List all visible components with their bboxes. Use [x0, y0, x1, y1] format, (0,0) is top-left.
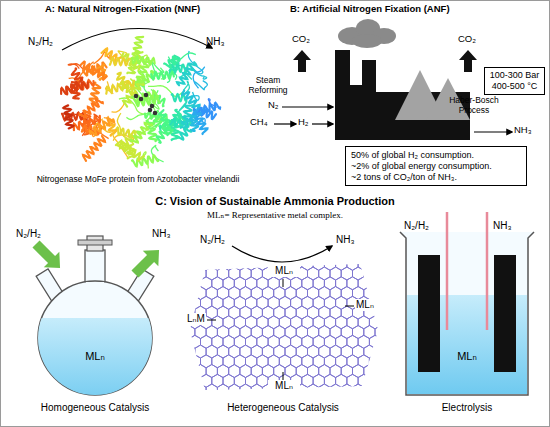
- metal-cluster: [139, 97, 144, 102]
- inflow-arrow: [28, 236, 68, 276]
- protein-helix: [131, 123, 152, 143]
- protein-helix: [81, 62, 107, 80]
- box-text: 100-300 Bar 400-500 °C: [486, 70, 543, 92]
- metal-bond: [345, 306, 354, 307]
- reaction-arrow: [62, 28, 212, 50]
- metal-cluster: [153, 111, 158, 116]
- smoke-cloud: [338, 19, 396, 48]
- process-label: Steam Reforming: [242, 76, 294, 96]
- protein-helix: [151, 72, 174, 79]
- protein-helix: [61, 82, 88, 94]
- protein-helix: [63, 105, 73, 128]
- reforming-arrow: [274, 123, 296, 124]
- stopcock-handle: [78, 240, 112, 245]
- product-label: NH₃: [514, 125, 532, 136]
- metal-bond: [207, 320, 216, 321]
- catalyst-label: LₙM: [186, 313, 206, 325]
- product-label: NH₃: [206, 36, 225, 48]
- box-text: ~2 tons of CO₂/ton of NH₃.: [351, 172, 521, 183]
- protein-helix: [172, 126, 179, 140]
- gas-tube: [486, 212, 489, 330]
- protein-helix: [83, 136, 105, 161]
- product-label: NH₃: [336, 234, 355, 246]
- intermediate-label: H₂: [298, 117, 309, 128]
- figure-caption: Nitrogenase MoFe protein from Azotobacte…: [8, 175, 268, 185]
- smoke-puff: [352, 34, 382, 48]
- catalyst-label: MLₙ: [70, 350, 120, 363]
- metal-cluster: [148, 108, 153, 113]
- emission-label: CO₂: [292, 34, 310, 45]
- electrode: [494, 255, 516, 372]
- electrode: [418, 255, 440, 372]
- reactant-label: N₂/H₂: [404, 220, 429, 232]
- protein-helix: [193, 108, 207, 134]
- protein-helix: [106, 80, 134, 93]
- product-label: NH₃: [152, 228, 171, 240]
- panel-title: A: Natural Nitrogen-Fixation (NNF): [45, 4, 200, 15]
- panel-title: B: Artificial Nitrogen Fixation (ANF): [290, 4, 450, 15]
- product-label: NH₃: [493, 220, 512, 232]
- reactant-label: N₂: [268, 100, 279, 111]
- beaker: [400, 232, 534, 395]
- catalyst-label: MLₙ: [442, 350, 492, 363]
- reactant-label: N₂/H₂: [28, 36, 53, 48]
- flask-liquid: [30, 318, 160, 408]
- gas-tube: [446, 212, 449, 330]
- protein-helix: [90, 118, 114, 135]
- box-text: ~2% of global energy consumption.: [351, 161, 521, 172]
- reactant-label: N₂/H₂: [200, 234, 225, 246]
- reactant-label: CH₄: [250, 117, 268, 128]
- abbreviation-note: MLₙ= Representative metal complex.: [115, 210, 435, 220]
- emission-label: CO₂: [458, 34, 476, 45]
- box-text: 50% of global H₂ consumption.: [351, 150, 521, 161]
- outflow-arrow: [127, 242, 167, 282]
- metal-cluster: [134, 94, 139, 99]
- emission-arrow: [459, 50, 477, 72]
- metal-bond: [283, 372, 284, 380]
- protein-structure: [61, 37, 220, 169]
- protein-helix: [177, 62, 196, 85]
- reactant-label: N₂/H₂: [16, 228, 41, 240]
- protein-helix: [164, 57, 179, 68]
- protein-helix: [152, 111, 161, 127]
- protein-helix: [134, 96, 159, 106]
- reaction-arrow: [232, 246, 332, 262]
- condition-box: 100-300 Bar 400-500 °C: [484, 67, 545, 95]
- catalyst-label: MLₙ: [355, 299, 375, 311]
- protein-helix: [135, 61, 151, 83]
- method-label: Electrolysis: [397, 402, 537, 414]
- metal-cluster: [150, 104, 155, 109]
- protein-helix: [132, 56, 154, 64]
- catalyst-label: MLₙ: [268, 265, 300, 277]
- protein-loop: [112, 101, 125, 113]
- protein-helix: [120, 82, 135, 95]
- impact-box: 50% of global H₂ consumption.~2% of glob…: [345, 146, 527, 186]
- protein-helix: [116, 141, 144, 161]
- metal-cluster: [144, 93, 149, 98]
- feed-arrow: [282, 106, 333, 107]
- protein-helix: [80, 100, 103, 118]
- process-label: Haber-Bosch Process: [443, 96, 505, 116]
- method-label: Heterogeneous Catalysis: [198, 402, 368, 414]
- factory-silhouette: [335, 50, 470, 140]
- protein-helix: [110, 58, 129, 65]
- emission-arrow: [293, 50, 311, 72]
- panel-title: C: Vision of Sustainable Ammonia Product…: [55, 195, 495, 208]
- catalyst-label: MLₙ: [268, 380, 300, 392]
- feed-arrow: [312, 123, 333, 124]
- flask-joint: [86, 282, 104, 292]
- protein-loop: [193, 67, 204, 88]
- product-arrow: [474, 131, 512, 132]
- method-label: Homogeneous Catalysis: [15, 402, 175, 414]
- metal-bond: [283, 279, 284, 287]
- protein-helix: [181, 105, 193, 127]
- graphene-sheet: [172, 248, 392, 417]
